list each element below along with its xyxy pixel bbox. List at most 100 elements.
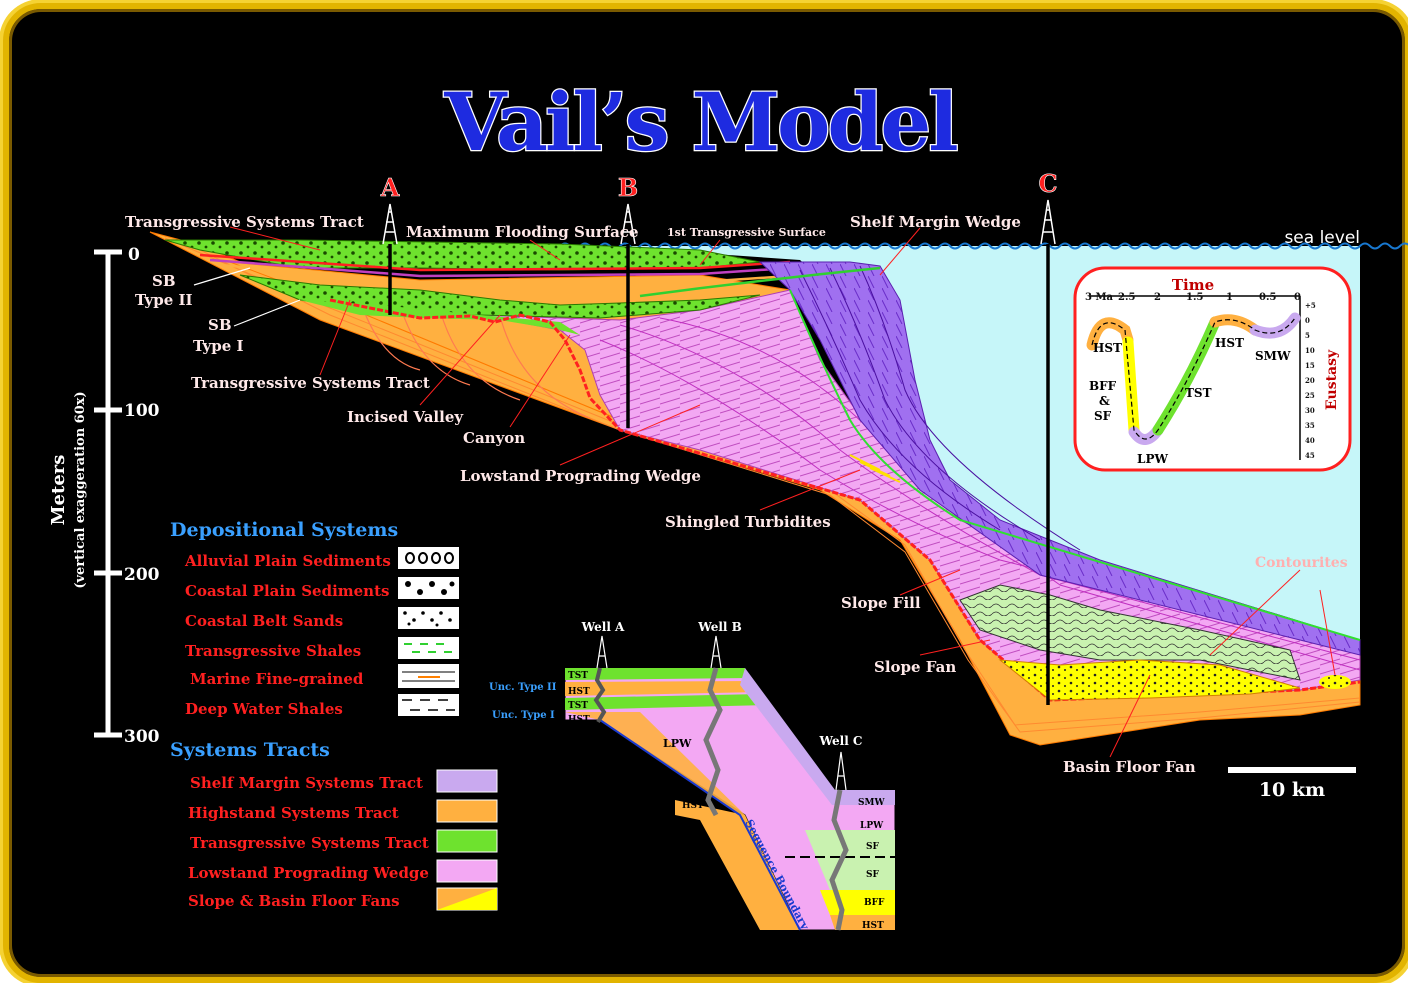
- well-b-log-label: Well B: [697, 620, 742, 634]
- well-c-unit-5: HST: [862, 921, 884, 931]
- derrick-c-icon: [1040, 199, 1056, 245]
- inset-lpw: LPW: [1137, 452, 1168, 466]
- well-c-label: C: [1038, 169, 1057, 198]
- inset-eu-10: 45: [1305, 451, 1315, 460]
- inset-amp: &: [1099, 394, 1110, 408]
- legend-tracts-header: Systems Tracts: [170, 739, 330, 761]
- inset-eu-1: 0: [1305, 316, 1310, 325]
- green-boundary: [789, 289, 1361, 641]
- page-title: Vail’s Model: [443, 75, 957, 169]
- label-sb2: SB: [152, 272, 176, 290]
- mfs-line: [639, 266, 881, 298]
- inset-eu-0: +5: [1305, 301, 1316, 310]
- inset-hst1: HST: [1093, 341, 1122, 355]
- legend-systems-tracts: Systems Tracts Shelf Margin Systems Trac…: [170, 739, 498, 911]
- legend-tract-item-2: Transgressive Systems Tract: [190, 834, 429, 852]
- inset-hst2: HST: [1215, 336, 1244, 350]
- well-a-label: A: [380, 173, 400, 202]
- inset-tick-3ma: 3 Ma: [1085, 292, 1114, 303]
- label-mfs: Maximum Flooding Surface: [406, 223, 639, 241]
- derrick-a-icon: [382, 203, 398, 245]
- depth-axis: 0 100 200 300 Meters (vertical exaggerat…: [48, 245, 160, 747]
- contourite-mound: [1319, 675, 1351, 689]
- label-smw: Shelf Margin Wedge: [850, 213, 1021, 231]
- inset-tick-0: 0: [1294, 292, 1301, 303]
- derrick-b-icon: [620, 203, 636, 245]
- eustasy-inset: Time 3 Ma 2.5 2 1.5 1 0.5 0 +5 0 5 10 15…: [1073, 266, 1352, 472]
- smw-clinoforms: [799, 265, 1081, 551]
- unc-type-2: Unc. Type II: [489, 682, 557, 693]
- scale-label: 10 km: [1259, 779, 1325, 801]
- well-a-log-derrick-icon: [596, 635, 608, 669]
- label-lpw: Lowstand Prograding Wedge: [460, 467, 701, 485]
- swatch-smst: [436, 769, 498, 793]
- inset-eu-5: 20: [1305, 376, 1315, 385]
- sea-surface: [559, 242, 1408, 250]
- legend-tract-item-1: Highstand Systems Tract: [188, 804, 399, 822]
- inset-eu-2: 5: [1305, 331, 1310, 340]
- label-slope-fill: Slope Fill: [841, 594, 921, 612]
- legend-dep-item-5: Deep Water Shales: [185, 700, 343, 718]
- swatch-lpw: [436, 859, 498, 883]
- inset-eu-8: 35: [1305, 421, 1315, 430]
- inset-tick-1: 1: [1226, 292, 1233, 303]
- label-sb2-type: Type II: [135, 291, 193, 309]
- slope-fill: [959, 584, 1301, 681]
- legend-tract-item-3: Lowstand Prograding Wedge: [188, 864, 429, 882]
- depth-tick-100: 100: [124, 401, 160, 421]
- well-b-unit-1: HST: [682, 801, 704, 811]
- depth-tick-0: 0: [128, 245, 140, 265]
- label-shingled: Shingled Turbidites: [665, 513, 831, 531]
- annotation-leaders: [229, 226, 1336, 758]
- sea-level-label: sea level: [1284, 228, 1360, 248]
- well-c[interactable]: C: [1038, 169, 1058, 705]
- inset-tick-0.5: 0.5: [1259, 292, 1276, 303]
- top-bands: [199, 253, 791, 284]
- swatch-hst: [436, 799, 498, 823]
- legend-depositional-header: Depositional Systems: [170, 519, 398, 541]
- inset-sf: SF: [1094, 409, 1112, 423]
- annotation-leaders-white: [193, 267, 301, 327]
- depth-axis-sublabel: (vertical exaggeration 60x): [73, 391, 88, 588]
- label-sb1-type: Type I: [193, 337, 244, 355]
- legend-dep-item-4: Marine Fine-grained: [190, 670, 364, 688]
- legend-dep-item-3: Transgressive Shales: [185, 642, 361, 660]
- depth-tick-200: 200: [124, 565, 160, 585]
- well-c-unit-2: SF: [866, 842, 879, 852]
- legend-dep-item-2: Coastal Belt Sands: [185, 612, 343, 630]
- inset-time-label: Time: [1172, 276, 1214, 294]
- inset-eu-9: 40: [1305, 436, 1315, 445]
- well-b-label: B: [618, 173, 638, 202]
- inset-eustasy-label: Eustasy: [1324, 349, 1340, 410]
- well-c-unit-0: SMW: [858, 798, 885, 808]
- label-bff: Basin Floor Fan: [1063, 758, 1196, 776]
- inset-tst: TST: [1185, 386, 1212, 400]
- inset-eu-4: 15: [1305, 361, 1315, 370]
- well-a[interactable]: A: [379, 173, 400, 315]
- well-c-unit-3: SF: [866, 870, 879, 880]
- basin-floor-fan: [998, 659, 1301, 701]
- label-incised: Incised Valley: [347, 408, 464, 426]
- basement-layers: [164, 237, 1361, 733]
- inset-eu-7: 30: [1305, 406, 1315, 415]
- inset-tick-2.5: 2.5: [1118, 292, 1135, 303]
- label-sb1: SB: [208, 316, 232, 334]
- well-b[interactable]: B: [618, 173, 638, 428]
- depth-tick-300: 300: [124, 727, 160, 747]
- well-a-unit-3: HST: [568, 715, 590, 725]
- well-c-unit-4: BFF: [864, 898, 885, 908]
- shingled-turbidites: [849, 454, 901, 483]
- inset-eu-6: 25: [1305, 391, 1315, 400]
- well-c-log-derrick-icon: [835, 751, 847, 791]
- smw-wedge: [758, 261, 1361, 656]
- well-a-log-label: Well A: [581, 620, 625, 634]
- inset-smw: SMW: [1255, 349, 1291, 363]
- label-contourites: Contourites: [1255, 555, 1348, 571]
- well-b-unit-0: LPW: [663, 737, 692, 750]
- inset-tick-2: 2: [1154, 292, 1161, 303]
- well-c-log-label: Well C: [819, 734, 863, 748]
- well-a-unit-0: TST: [568, 671, 588, 681]
- legend-tract-item-4: Slope & Basin Floor Fans: [188, 892, 400, 910]
- legend-dep-item-1: Coastal Plain Sediments: [185, 582, 389, 600]
